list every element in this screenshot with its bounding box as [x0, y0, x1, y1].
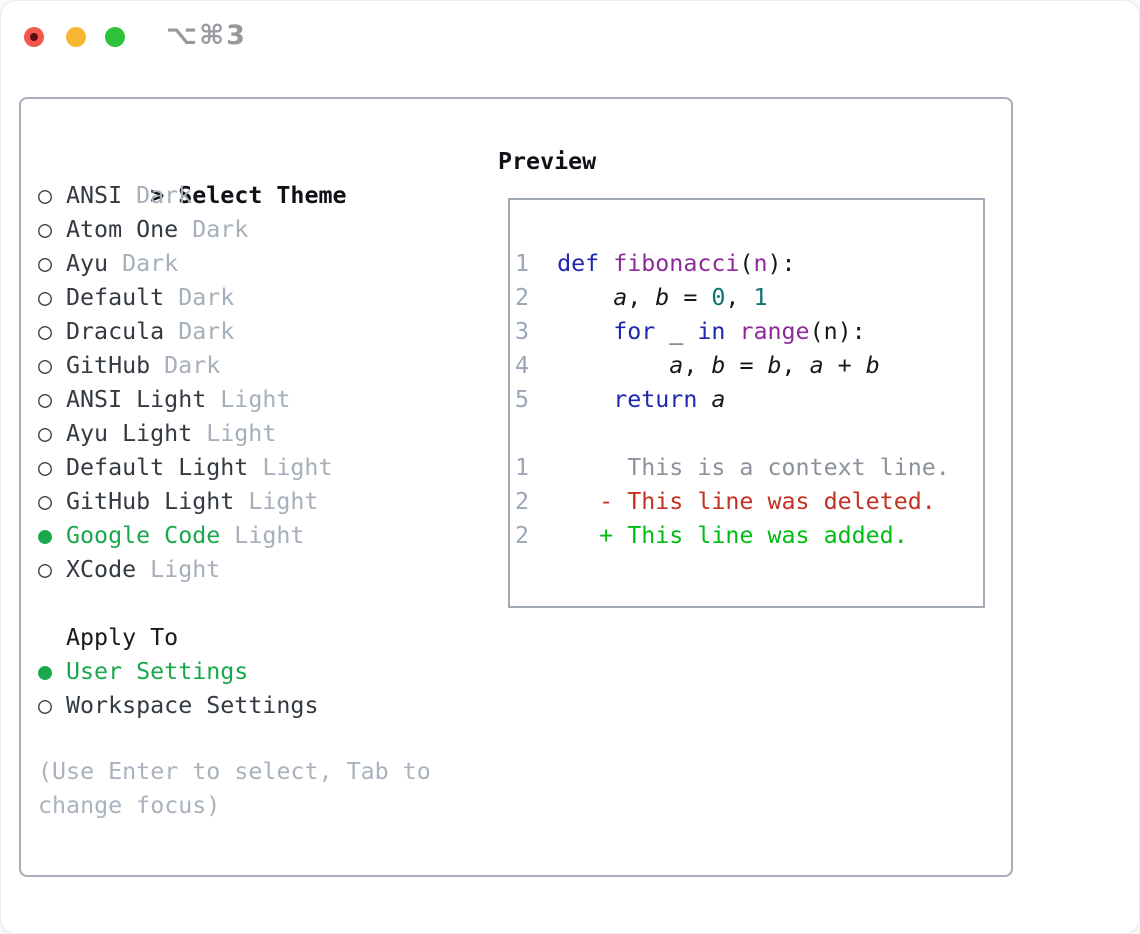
theme-option-ansi-light[interactable]: ○ ANSI Light Light: [38, 383, 483, 417]
apply-to-header: Apply To: [66, 624, 179, 651]
theme-name: XCode: [66, 556, 137, 583]
theme-variant-tag: Light: [234, 522, 305, 549]
theme-option-dracula[interactable]: ○ Dracula Dark: [38, 315, 483, 349]
radio-icon: ○: [38, 692, 53, 719]
code-line-1: 1 def fibonacci(n):: [515, 250, 796, 277]
preview-box: 1 def fibonacci(n): 2 a, b = 0, 1 3 for _ …: [508, 198, 985, 608]
theme-option-default[interactable]: ○ Default Dark: [38, 281, 483, 315]
theme-option-ansi[interactable]: ○ ANSI Dark: [38, 179, 483, 213]
apply-option-label: Workspace Settings: [66, 692, 319, 719]
radio-icon: ○: [38, 352, 53, 379]
theme-name: Atom One: [66, 216, 179, 243]
theme-option-github-light[interactable]: ○ GitHub Light Light: [38, 485, 483, 519]
theme-option-github[interactable]: ○ GitHub Dark: [38, 349, 483, 383]
theme-variant-tag: Light: [150, 556, 221, 583]
radio-icon: ○: [38, 216, 53, 243]
theme-name: ANSI: [66, 182, 123, 209]
radio-icon: ○: [38, 556, 53, 583]
window-title: ⌥⌘3: [166, 20, 247, 51]
spacer: [38, 587, 483, 621]
preview-lines: 1 def fibonacci(n): 2 a, b = 0, 1 3 for _ …: [515, 247, 950, 553]
hint-text: (Use Enter to select, Tab to change focu…: [38, 758, 431, 819]
theme-variant-tag: Light: [248, 488, 319, 515]
theme-variant-tag: Dark: [164, 352, 221, 379]
apply-option-label: User Settings: [66, 658, 249, 685]
code-line-3: 3 for _ in range(n):: [515, 318, 866, 345]
radio-selected-icon: ●: [38, 658, 53, 685]
select-theme-header: > Select Theme: [38, 145, 483, 209]
apply-to-list: ● User Settings ○ Workspace Settings: [38, 655, 483, 723]
theme-name: Ayu Light: [66, 420, 193, 447]
code-line-4: 4 a, b = b, a + b: [515, 352, 880, 379]
apply-option-workspace-settings[interactable]: ○ Workspace Settings: [38, 689, 483, 723]
theme-variant-tag: Light: [262, 454, 333, 481]
theme-name: Google Code: [66, 522, 221, 549]
theme-variant-tag: Light: [220, 386, 291, 413]
radio-icon: ○: [38, 250, 53, 277]
theme-variant-tag: Dark: [136, 182, 193, 209]
focus-caret-icon: >: [150, 182, 165, 209]
maximize-button[interactable]: [105, 27, 125, 47]
theme-name: GitHub Light: [66, 488, 235, 515]
code-line-5: 5 return a: [515, 386, 726, 413]
preview-header: Preview: [498, 148, 597, 175]
theme-name: Dracula: [66, 318, 165, 345]
radio-icon: ○: [38, 454, 53, 481]
radio-icon: ○: [38, 420, 53, 447]
theme-variant-tag: Dark: [178, 318, 235, 345]
theme-option-default-light[interactable]: ○ Default Light Light: [38, 451, 483, 485]
close-button-dot-icon: [30, 33, 38, 41]
radio-icon: ○: [38, 318, 53, 345]
theme-variant-tag: Dark: [192, 216, 249, 243]
theme-name: GitHub: [66, 352, 151, 379]
select-theme-label: Select Theme: [178, 182, 347, 209]
theme-option-google-code[interactable]: ● Google Code Light: [38, 519, 483, 553]
theme-name: Ayu: [66, 250, 109, 277]
diff-line-del: 2 - This line was deleted.: [515, 488, 936, 515]
theme-option-ayu[interactable]: ○ Ayu Dark: [38, 247, 483, 281]
radio-selected-icon: ●: [38, 522, 53, 549]
radio-icon: ○: [38, 488, 53, 515]
apply-option-user-settings[interactable]: ● User Settings: [38, 655, 483, 689]
theme-option-ayu-light[interactable]: ○ Ayu Light Light: [38, 417, 483, 451]
blank-line: [515, 417, 950, 451]
radio-icon: ○: [38, 182, 53, 209]
close-button[interactable]: [24, 27, 44, 47]
theme-name: ANSI Light: [66, 386, 207, 413]
diff-line-ctx: 1 This is a context line.: [515, 454, 950, 481]
theme-name: Default: [66, 284, 165, 311]
theme-option-atom-one[interactable]: ○ Atom One Dark: [38, 213, 483, 247]
theme-variant-tag: Dark: [122, 250, 179, 277]
minimize-button[interactable]: [66, 27, 86, 47]
theme-variant-tag: Dark: [178, 284, 235, 311]
code-line-2: 2 a, b = 0, 1: [515, 284, 768, 311]
theme-variant-tag: Light: [206, 420, 277, 447]
radio-icon: ○: [38, 386, 53, 413]
radio-icon: ○: [38, 284, 53, 311]
theme-option-xcode[interactable]: ○ XCode Light: [38, 553, 483, 587]
diff-line-add: 2 + This line was added.: [515, 522, 908, 549]
theme-name: Default Light: [66, 454, 249, 481]
